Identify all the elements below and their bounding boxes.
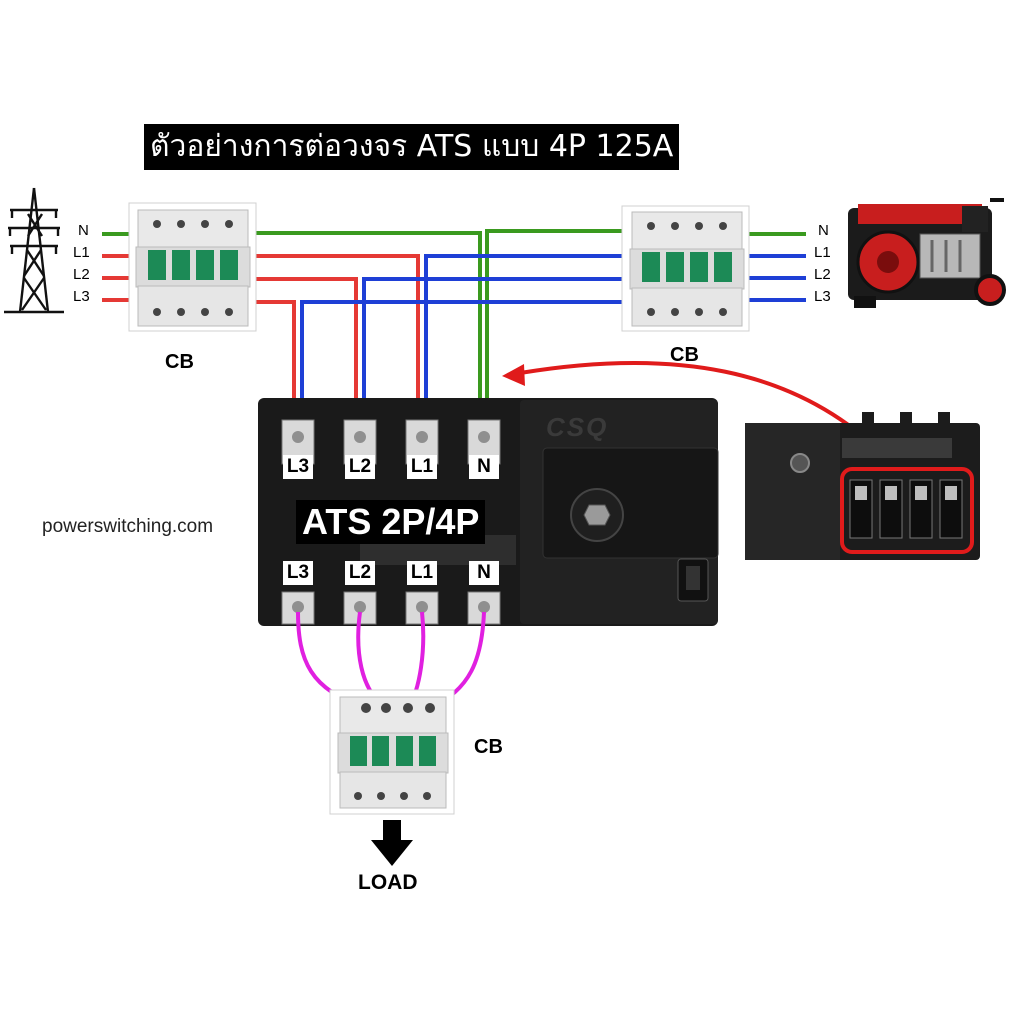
generator-to-ats-wires	[300, 229, 624, 432]
utility-line-label-l2: L2	[73, 266, 90, 283]
generator-cb-label: CB	[670, 344, 699, 366]
ats-top-terminal-n: N	[469, 455, 499, 479]
load-cb-label: CB	[474, 736, 503, 758]
website-watermark: powerswitching.com	[42, 516, 214, 537]
generator-circuit-breaker	[621, 205, 750, 332]
generator-line-label-l1: L1	[814, 244, 831, 261]
down-arrow-icon	[371, 820, 413, 866]
ats-bottom-terminal-l3: L3	[283, 561, 313, 585]
ats-bottom-terminal-n: N	[469, 561, 499, 585]
generator-line-label-l2: L2	[814, 266, 831, 283]
utility-line-label-n: N	[78, 222, 89, 239]
generator-line-label-l3: L3	[814, 288, 831, 305]
generator-icon	[848, 198, 1006, 308]
transmission-tower-icon	[4, 187, 64, 314]
utility-cb-label: CB	[165, 351, 194, 373]
ats-model-label: ATS 2P/4P	[296, 500, 486, 544]
ats-top-terminal-l1: L1	[407, 455, 437, 479]
load-label: LOAD	[358, 871, 418, 894]
ats-brand-logo: CSQ	[546, 412, 609, 442]
utility-input-wires	[102, 232, 130, 302]
load-circuit-breaker	[329, 689, 455, 815]
ats-bottom-terminal-l1: L1	[407, 561, 437, 585]
ats-bottom-terminal-l2: L2	[345, 561, 375, 585]
ats-top-terminal-l2: L2	[345, 455, 375, 479]
diagram-title: ตัวอย่างการต่อวงจร ATS แบบ 4P 125A	[144, 124, 680, 170]
utility-to-ats-wires	[256, 231, 482, 432]
ats-top-terminal-l3: L3	[283, 455, 313, 479]
generator-line-label-n: N	[818, 222, 829, 239]
utility-circuit-breaker	[128, 202, 257, 332]
utility-line-label-l1: L1	[73, 244, 90, 261]
utility-line-label-l3: L3	[73, 288, 90, 305]
generator-input-wires	[748, 232, 806, 302]
ats-terminal-detail	[745, 412, 980, 560]
